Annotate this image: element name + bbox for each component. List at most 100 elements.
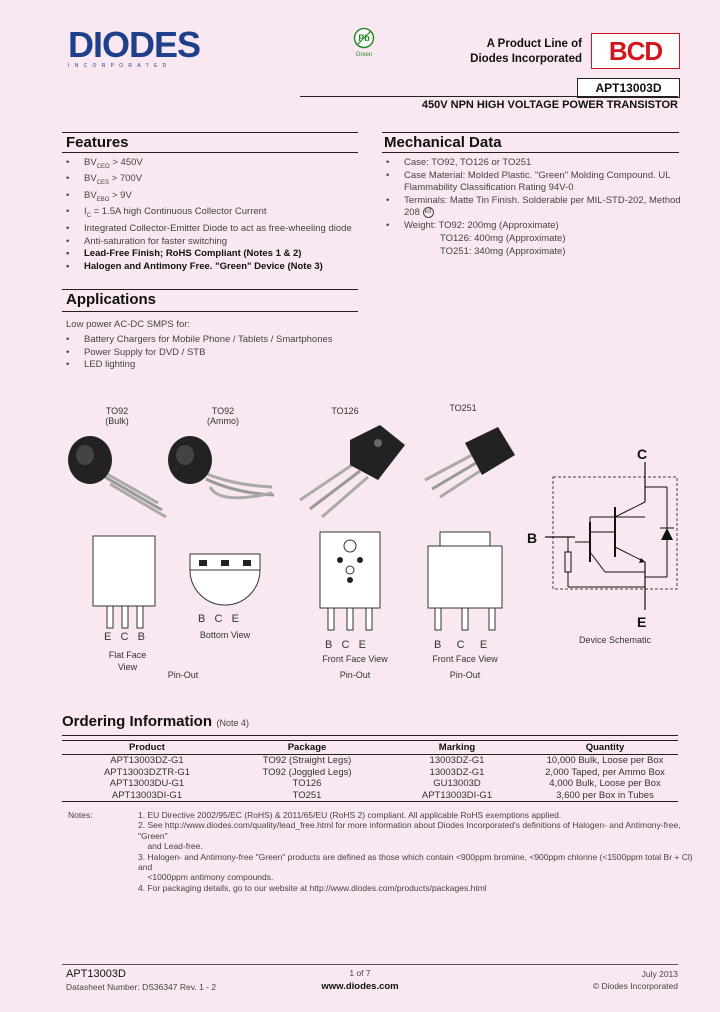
footer-part: APT13003D: [66, 968, 126, 980]
to92-flat-face-drawing: [92, 535, 156, 629]
feature-green: Halogen and Antimony Free. "Green" Devic…: [62, 261, 372, 274]
to126-image: [299, 425, 405, 519]
footer-url[interactable]: www.diodes.com: [321, 981, 399, 992]
schematic-label-b: B: [527, 530, 538, 546]
ordering-note-ref: (Note 4): [216, 718, 249, 728]
weight-to251: TO251: 340mg (Approximate): [440, 245, 566, 257]
mech-case: Case: TO92, TO126 or TO251: [382, 157, 682, 170]
mech-list: Case: TO92, TO126 or TO251 Case Material…: [382, 157, 682, 233]
product-line-1: A Product Line of: [486, 38, 582, 50]
feature-bvces: BVCES > 700V: [62, 173, 372, 189]
header-rule: [300, 96, 678, 97]
col-quantity: Quantity: [532, 740, 678, 755]
footer-datasheet: Datasheet Number: DS36347 Rev. 1 - 2: [66, 982, 217, 992]
ordering-table: Product Package Marking Quantity APT1300…: [62, 740, 678, 802]
feature-bvceo: BVCEO > 450V: [62, 157, 372, 173]
notes-label: Notes:: [68, 810, 93, 820]
note-1: 1. EU Directive 2002/95/EC (RoHS) & 2011…: [138, 810, 562, 820]
col-package: Package: [232, 740, 382, 755]
feature-diode: Integrated Collector-Emitter Diode to ac…: [62, 223, 372, 236]
apps-bottom-rule: [62, 311, 358, 312]
diodes-logo-text: DIODES: [68, 24, 201, 65]
green-badge-label: Green: [355, 52, 373, 58]
footer-date: July 2013: [641, 969, 678, 979]
app-power: Power Supply for DVD / STB: [62, 347, 372, 360]
apps-intro: Low power AC-DC SMPS for:: [66, 319, 191, 330]
label-to126: TO126: [331, 406, 359, 416]
ordering-rule: [62, 735, 678, 736]
footer-copyright: © Diodes Incorporated: [592, 981, 678, 991]
note-2: 2. See http://www.diodes.com/quality/lea…: [138, 820, 681, 841]
apps-top-rule: [62, 289, 358, 290]
bcd-logo-text: BCD: [608, 36, 663, 66]
green-badge: Pb Green: [348, 27, 380, 58]
to92-bottom-view-drawing: [189, 553, 261, 606]
label-pin-out-to126: Pin-Out: [339, 670, 371, 680]
feature-lead-free: Lead-Free Finish; RoHS Compliant (Notes …: [62, 248, 372, 261]
to126-front-face-drawing: [319, 531, 381, 631]
mech-material: Case Material: Molded Plastic. "Green" M…: [382, 170, 682, 195]
note-4: 4. For packaging details, go to our webs…: [138, 882, 487, 893]
to92-ammo-image: [168, 436, 275, 500]
product-line-2: Diodes Incorporated: [470, 53, 582, 65]
ordering-title: Ordering Information: [62, 713, 212, 730]
pins-to126-bce: B C E: [325, 639, 366, 651]
pins-to92-bce: B C E: [198, 613, 239, 625]
features-list: BVCEO > 450V BVCES > 700V BVEBO > 9V IC …: [62, 157, 372, 273]
feature-anti-sat: Anti-saturation for faster switching: [62, 236, 372, 249]
ordering-heading: Ordering Information (Note 4): [62, 713, 249, 731]
feature-bvebo: BVEBO > 9V: [62, 190, 372, 206]
features-bottom-rule: [62, 152, 358, 153]
col-product: Product: [62, 740, 232, 755]
mech-title: Mechanical Data: [384, 134, 502, 151]
label-pin-out-to251: Pin-Out: [449, 670, 481, 680]
apps-list: Battery Chargers for Mobile Phone / Tabl…: [62, 334, 372, 372]
note-3: 3. Halogen- and Antimony-free "Green" pr…: [138, 851, 693, 873]
app-battery: Battery Chargers for Mobile Phone / Tabl…: [62, 334, 372, 347]
mech-weight-extra: TO126: 400mg (Approximate) TO251: 340mg …: [440, 233, 566, 258]
device-schematic: [545, 462, 678, 610]
label-to92-ammo: TO92(Ammo): [207, 406, 239, 426]
e3-mark-icon: e3: [422, 207, 434, 219]
bcd-logo: BCD: [591, 33, 680, 69]
label-to251-front-face: Front Face View: [432, 654, 498, 664]
footer-page: 1 of 7: [349, 968, 371, 978]
label-device-schematic: Device Schematic: [578, 635, 652, 645]
mech-top-rule: [382, 132, 679, 133]
features-top-rule: [62, 132, 358, 133]
device-subtitle: 450V NPN HIGH VOLTAGE POWER TRANSISTOR: [421, 99, 678, 111]
footer-rule: [62, 964, 678, 965]
label-to126-front-face: Front Face View: [322, 654, 388, 664]
label-to251: TO251: [449, 403, 477, 413]
part-number: APT13003D: [595, 81, 662, 95]
to251-image: [424, 427, 515, 499]
apps-title: Applications: [66, 291, 157, 308]
note-3-cont: <1000ppm antimony compounds.: [138, 872, 274, 883]
mech-weight: Weight: TO92: 200mg (Approximate): [382, 220, 682, 233]
package-photos: [68, 425, 515, 519]
diodes-logo-sub: INCORPORATED: [68, 63, 172, 69]
to92-bulk-image: [68, 436, 167, 519]
label-bottom-view: Bottom View: [199, 630, 251, 640]
label-flat-face-view: Flat Face View: [108, 650, 147, 672]
mech-bottom-rule: [382, 152, 679, 153]
app-led: LED lighting: [62, 359, 372, 372]
notes-list: 1. EU Directive 2002/95/EC (RoHS) & 2011…: [138, 810, 698, 893]
product-line: A Product Line of Diodes Incorporated: [440, 37, 582, 67]
ordering-header-row: Product Package Marking Quantity: [62, 740, 678, 755]
note-2-cont: and Lead-free.: [138, 841, 203, 852]
pins-to251-bce: B C E: [434, 639, 488, 651]
label-to92-bulk: TO92(Bulk): [105, 406, 129, 426]
feature-ic: IC = 1.5A high Continuous Collector Curr…: [62, 206, 372, 222]
pinout-drawings: [92, 531, 503, 631]
label-pin-out-to92: Pin-Out: [167, 670, 199, 680]
diodes-logo: DIODES INCORPORATED: [68, 24, 201, 70]
green-pb-icon: Pb: [353, 27, 375, 49]
part-number-box: APT13003D: [577, 78, 680, 98]
pins-to92-ecb: E C B: [104, 631, 145, 643]
mech-terminals: Terminals: Matte Tin Finish. Solderable …: [382, 195, 682, 220]
